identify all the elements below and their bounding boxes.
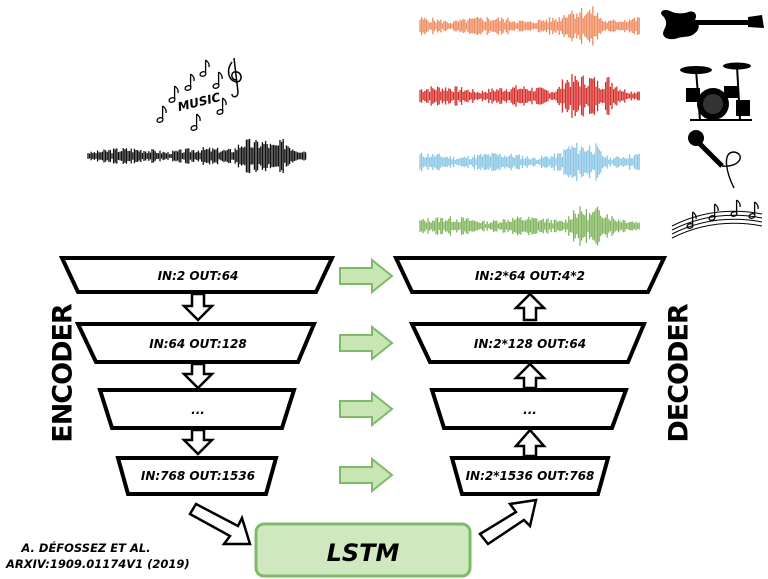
encoder-layer-1 (58, 256, 336, 294)
decoder-layer-3 (429, 388, 629, 430)
lstm-box (254, 522, 472, 578)
mixture-waveform (87, 138, 307, 174)
decoder-label: DECODER (663, 304, 695, 443)
citation: A. DÉFOSSEZ ET AL. ARXIV:1909.01174V1 (2… (6, 540, 190, 572)
microphone-icon (688, 130, 741, 189)
down-arrow-icon (180, 428, 216, 456)
other-waveform (419, 206, 640, 246)
lstm-label: LSTM (327, 539, 400, 567)
up-arrow-icon (513, 428, 547, 458)
citation-authors: A. DÉFOSSEZ ET AL. (21, 541, 151, 555)
decoder-flow-arrows (512, 292, 548, 458)
up-arrow-icon (512, 362, 548, 390)
sheet-music-icon (671, 199, 763, 239)
encoder-layer-2-label: IN:64 OUT:128 (149, 337, 247, 351)
guitar-waveform (419, 6, 640, 46)
drums-waveform (419, 74, 640, 118)
decoder-layer-1-label: IN:2*64 OUT:4*2 (475, 269, 585, 283)
encoder-stack (58, 256, 336, 496)
down-arrow-icon (180, 292, 216, 322)
vocals-waveform (419, 142, 640, 182)
decoder-layer-4-label: IN:2*1536 OUT:768 (466, 469, 595, 483)
guitar-icon (661, 9, 764, 40)
encoder-layer-3 (97, 388, 297, 430)
decoder-layer-3-label: ... (523, 403, 537, 417)
skip-connection-arrows (339, 257, 394, 494)
music-notes-icon (155, 57, 242, 132)
decoder-layer-2 (408, 322, 648, 364)
encoder-layer-1-label: IN:2 OUT:64 (158, 269, 239, 283)
citation-arxiv: ARXIV:1909.01174V1 (2019) (6, 557, 190, 571)
decoder-stack (392, 256, 668, 496)
encoder-layer-4-label: IN:768 OUT:1536 (141, 469, 255, 483)
music-label: MUSIC (176, 90, 222, 114)
up-arrow-icon (512, 292, 548, 322)
down-arrow-icon (180, 362, 216, 390)
decoder-layer-1 (392, 256, 668, 294)
encoder-label: ENCODER (47, 304, 79, 443)
encoder-layer-4 (115, 456, 279, 496)
diagonal-arrow-icon (478, 498, 538, 546)
lstm-flow-arrows (188, 498, 538, 546)
diagonal-arrow-icon (188, 502, 252, 546)
drum-kit-icon (680, 62, 752, 121)
right-arrow-icon (339, 257, 394, 295)
right-arrow-icon (339, 390, 394, 428)
right-arrow-icon (339, 456, 394, 494)
decoder-layer-2-label: IN:2*128 OUT:64 (474, 337, 586, 351)
encoder-layer-2 (74, 322, 318, 364)
decoder-layer-4 (449, 456, 611, 496)
right-arrow-icon (339, 324, 394, 362)
encoder-flow-arrows (180, 292, 216, 456)
encoder-layer-3-label: ... (191, 403, 205, 417)
